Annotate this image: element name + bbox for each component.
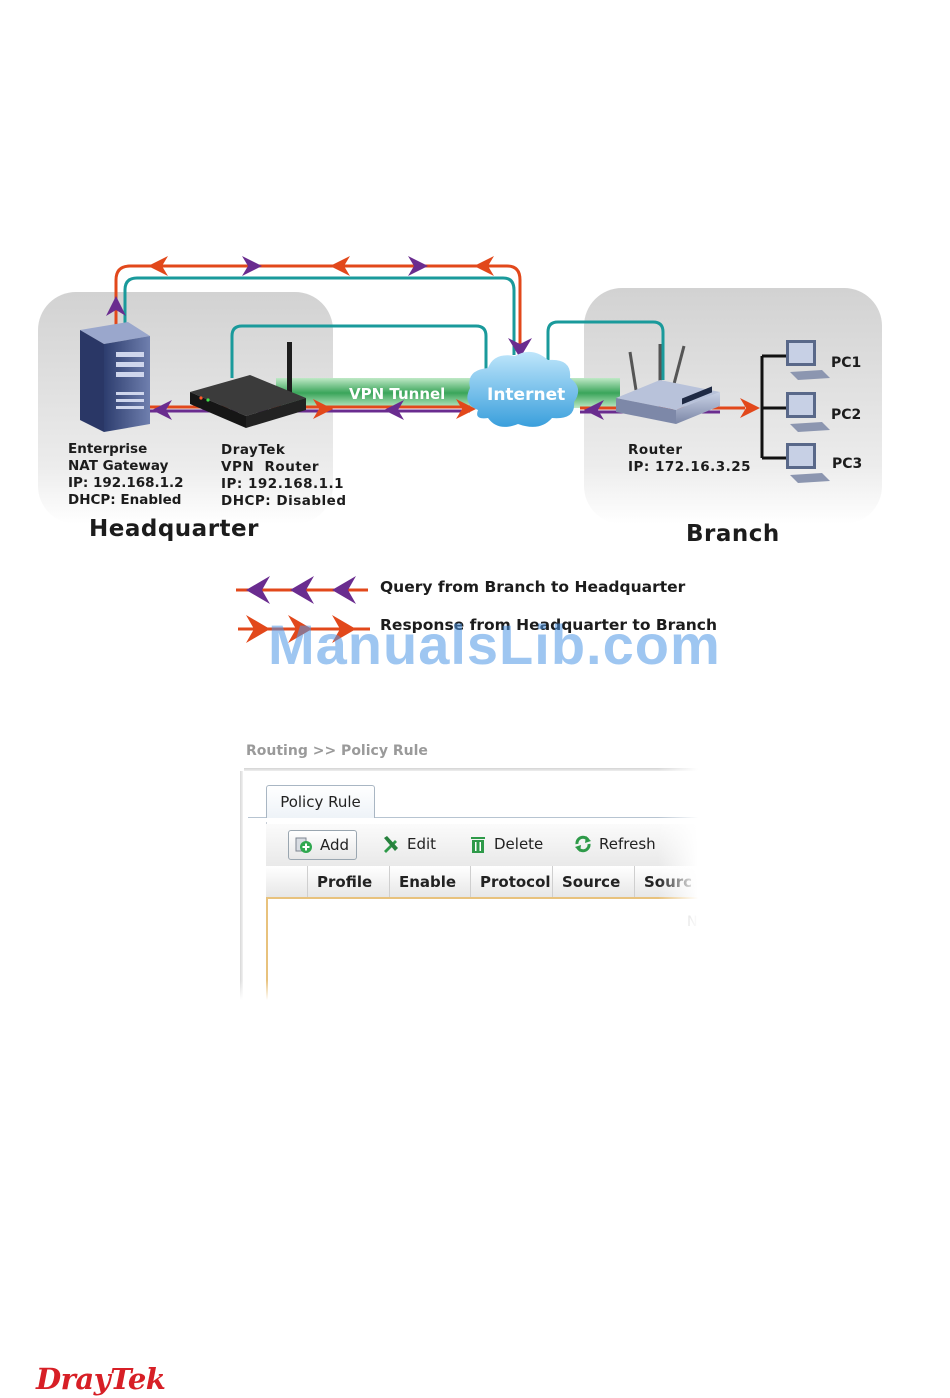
tab-strip-line <box>248 817 698 818</box>
draytek-line3: IP: 192.168.1.1 <box>221 476 345 492</box>
pc1-label: PC1 <box>831 355 862 371</box>
column-header-enable[interactable]: Enable <box>389 866 470 897</box>
draytek-line1: DrayTek <box>221 442 286 458</box>
bottom-fade <box>236 980 698 1000</box>
vpn-tunnel-bar <box>276 378 476 408</box>
top-loop <box>114 264 522 352</box>
legend-response-arrows <box>238 615 370 643</box>
draytek-line4: DHCP: Disabled <box>221 493 347 509</box>
delete-label: Delete <box>494 835 544 853</box>
top-loop-arrows <box>106 256 532 358</box>
draytek-label: DrayTek VPN Router IP: 192.168.1.1 DHCP:… <box>221 442 347 510</box>
internet-cloud-icon <box>467 351 579 427</box>
pc3-icon <box>786 443 830 483</box>
refresh-label: Refresh <box>599 835 656 853</box>
column-header-profile[interactable]: Profile <box>307 866 389 897</box>
enterprise-line2: NAT Gateway <box>68 458 169 474</box>
watermark: ManualsLib.com <box>268 613 721 676</box>
router-label: Router IP: 172.16.3.25 <box>628 442 751 476</box>
horizontal-arrows <box>152 398 760 420</box>
refresh-icon <box>573 834 593 854</box>
tab-policy-rule[interactable]: Policy Rule <box>266 785 375 818</box>
select-column-header <box>266 866 307 897</box>
branch-wiring <box>760 354 786 460</box>
policy-rule-screenshot: Routing >> Policy Rule Policy Rule Add E… <box>236 738 698 1000</box>
enterprise-line3: IP: 192.168.1.2 <box>68 475 184 491</box>
column-header-protocol[interactable]: Protocol <box>470 866 552 897</box>
tunnel-lines <box>123 276 665 380</box>
internet-label: Internet <box>487 385 565 405</box>
refresh-button[interactable]: Refresh <box>573 830 656 858</box>
add-icon <box>294 835 314 855</box>
toolbar: Add Edit Delete Refresh <box>266 824 698 867</box>
branch-label: Branch <box>686 521 780 547</box>
pc2-icon <box>786 392 830 432</box>
edit-button[interactable]: Edit <box>381 830 436 858</box>
vpn-tunnel-label: VPN Tunnel <box>349 385 445 403</box>
pc3-label: PC3 <box>832 456 863 472</box>
table-header: Profile Enable Protocol Source Sourc <box>266 866 698 899</box>
right-fade <box>658 738 698 1000</box>
left-border <box>240 771 243 1000</box>
branch-router-icon <box>616 344 720 424</box>
legend-response-text: Response from Headquarter to Branch <box>380 616 718 634</box>
legend-query-arrows <box>236 576 368 604</box>
enterprise-server-icon <box>80 322 150 432</box>
delete-button[interactable]: Delete <box>468 830 543 858</box>
enterprise-label: Enterprise NAT Gateway IP: 192.168.1.2 D… <box>68 441 184 509</box>
trash-icon <box>468 834 488 854</box>
edit-label: Edit <box>407 835 437 853</box>
edit-icon <box>381 834 401 854</box>
router-line2: IP: 172.16.3.25 <box>628 459 752 475</box>
draytek-line2: VPN Router <box>221 459 320 475</box>
headquarter-label: Headquarter <box>89 516 259 542</box>
enterprise-line4: DHCP: Enabled <box>68 492 182 508</box>
draytek-router-icon <box>190 342 306 428</box>
pc2-label: PC2 <box>831 407 862 423</box>
pc1-icon <box>786 340 830 380</box>
draytek-logo: DrayTek <box>36 1362 166 1396</box>
legend-query-text: Query from Branch to Headquarter <box>380 578 686 596</box>
header-divider <box>244 768 698 771</box>
network-diagram: VPN Tunnel <box>38 256 882 643</box>
breadcrumb: Routing >> Policy Rule <box>246 743 428 759</box>
enterprise-line1: Enterprise <box>68 441 148 457</box>
add-label: Add <box>320 836 350 854</box>
router-line1: Router <box>628 442 683 458</box>
add-button[interactable]: Add <box>288 830 358 860</box>
column-header-source[interactable]: Source <box>552 866 634 897</box>
